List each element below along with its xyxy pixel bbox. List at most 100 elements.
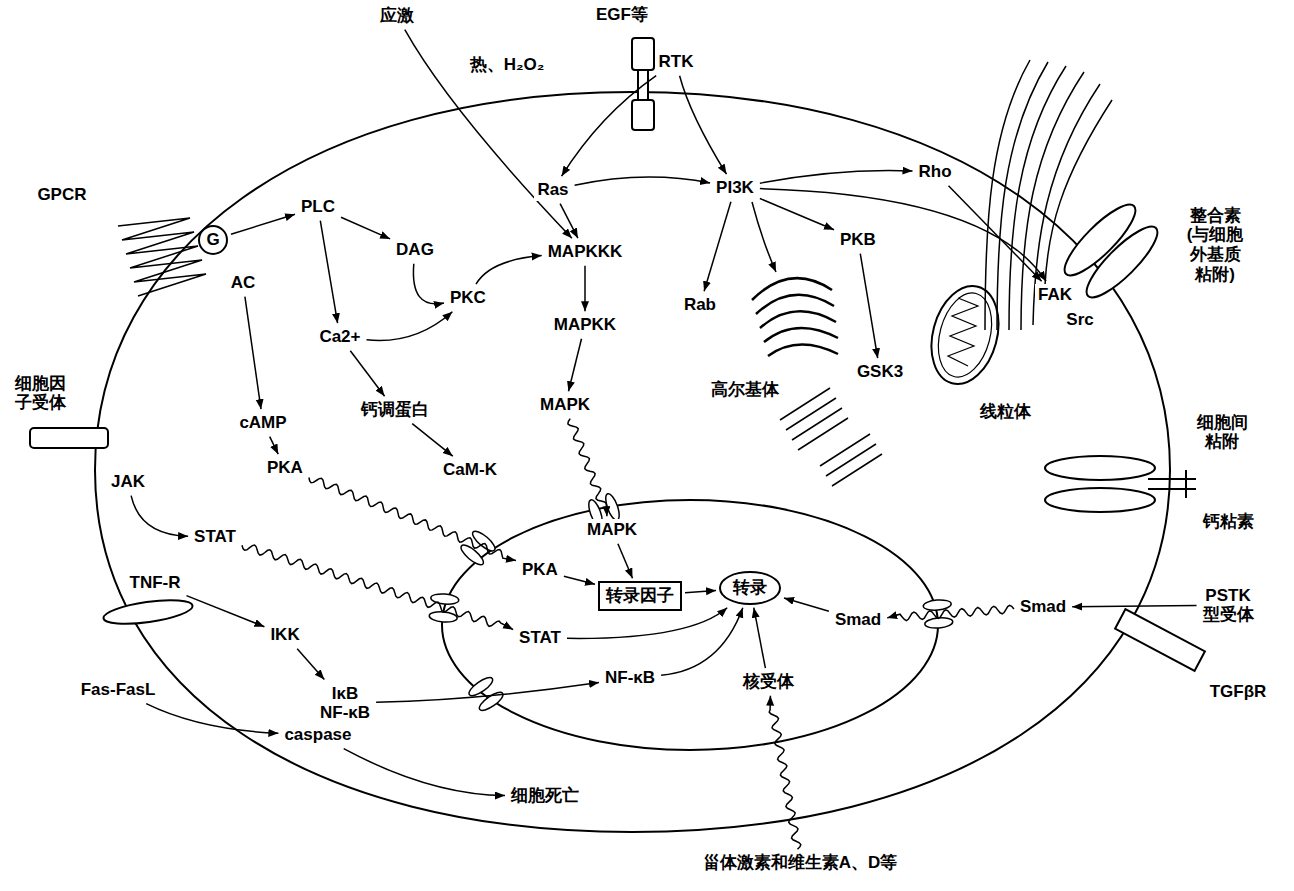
pathway-node: GPCR	[34, 184, 89, 206]
pathway-node: PKB	[837, 229, 879, 251]
node-text: 核受体	[743, 672, 794, 692]
arrow-connector	[562, 76, 657, 177]
node-text: MAPK	[587, 520, 637, 540]
arrow-connector	[754, 608, 766, 669]
node-text: Src	[1066, 310, 1093, 330]
arrow-connector	[231, 214, 295, 234]
node-text: 转录因子	[606, 586, 674, 606]
part-label: 细胞间 粘附	[1194, 412, 1251, 453]
pathway-node: 整合素 (与细胞 外基质 粘附)	[1184, 205, 1247, 285]
part-label: EGF等	[593, 4, 651, 26]
arrow-connector	[860, 254, 877, 359]
wavy-connector	[887, 605, 1014, 620]
arrow-connector	[131, 496, 188, 537]
node-text: NF-κB	[605, 668, 655, 688]
arrow-connector	[320, 221, 337, 324]
node-text: MAPKKK	[548, 242, 623, 262]
arrow-connector	[760, 199, 834, 230]
pathway-node: cAMP	[236, 412, 289, 434]
process-box: 转录因子	[598, 581, 682, 611]
node-text: 转录	[733, 578, 767, 598]
pathway-node: DAG	[393, 239, 437, 261]
arrow-connector	[618, 544, 633, 579]
wavy-connector	[769, 696, 801, 850]
node-text: NF-κB	[320, 703, 370, 723]
node-text: STAT	[194, 527, 236, 547]
pathway-node: IκBNF-κB	[317, 683, 373, 724]
arrow-connector	[680, 76, 727, 175]
pathway-node: STAT	[191, 526, 239, 548]
nucleus-membrane	[442, 500, 938, 750]
node-text: Ras	[537, 180, 568, 200]
arrow-connector	[405, 30, 572, 239]
pathway-node: 细胞因 子受体	[12, 373, 69, 414]
node-text: 细胞因 子受体	[15, 374, 66, 413]
node-text: Rab	[684, 295, 716, 315]
pathway-node: AC	[228, 272, 259, 294]
pathway-node: Ras	[534, 179, 571, 201]
node-text: IKK	[270, 625, 299, 645]
pathway-node: CaM-K	[440, 459, 500, 481]
wavy-connector	[568, 419, 607, 517]
arrow-connector	[412, 424, 453, 457]
arrow-connector	[575, 177, 711, 185]
pathway-node: 细胞死亡	[508, 785, 582, 807]
pathway-node: Smad	[1017, 596, 1069, 618]
node-text: TNF-R	[130, 573, 181, 593]
pathway-node: Rho	[916, 161, 955, 183]
pathway-node: Ca2+	[316, 326, 363, 348]
arrow-connector	[760, 171, 913, 184]
pathway-node: Src	[1063, 309, 1096, 331]
node-text: GPCR	[37, 185, 86, 205]
node-text: 应激	[380, 6, 414, 26]
pathway-node: STAT	[516, 627, 564, 649]
node-text: PKA	[267, 458, 303, 478]
arrow-connector	[567, 608, 727, 639]
arrow-connector	[245, 297, 261, 410]
part-label: 钙粘素	[1200, 511, 1257, 533]
node-text: 细胞死亡	[511, 786, 579, 806]
node-text: Rho	[919, 162, 952, 182]
part-label: 热、H₂O₂	[467, 54, 548, 76]
node-text: MAPK	[540, 395, 590, 415]
pathway-node: PKA	[519, 559, 561, 581]
node-text: Smad	[1020, 597, 1066, 617]
arrow-connector	[564, 576, 595, 584]
node-text: DAG	[396, 240, 434, 260]
pathway-node: MAPKKK	[545, 241, 626, 263]
pathway-node: MAPK	[584, 519, 640, 541]
mitochondrion	[921, 278, 1009, 391]
process-oval: 转录	[719, 571, 781, 605]
arrow-connector	[704, 202, 731, 292]
pathway-node: 甾体激素和维生素A、D等	[700, 852, 901, 874]
pathway-node: PSTK 型受体	[1200, 585, 1257, 626]
nuclear-pore	[429, 492, 953, 713]
pathway-node: IKK	[267, 624, 302, 646]
pathway-node: Smad	[832, 609, 884, 631]
pathway-node: TGFβR	[1207, 681, 1270, 703]
pathway-node: RTK	[656, 51, 697, 73]
node-text: TGFβR	[1210, 682, 1267, 702]
golgi	[752, 278, 838, 356]
node-text: GSK3	[857, 362, 903, 382]
arrow-connector	[560, 204, 578, 239]
pathway-node: MAPKK	[551, 314, 619, 336]
arrow-connector	[584, 266, 586, 312]
node-text: Fas-FasL	[81, 680, 156, 700]
part-label: 线粒体	[977, 401, 1034, 423]
arrow-connector	[413, 264, 444, 304]
arrow-connector	[187, 596, 265, 627]
endoplasmic-reticulum	[780, 388, 882, 486]
node-text: PSTK 型受体	[1203, 586, 1254, 625]
arrow-connector	[760, 189, 1046, 282]
gpcr-helix	[118, 218, 206, 296]
node-text: Ca2+	[319, 327, 360, 347]
node-text: 钙调蛋白	[361, 400, 429, 420]
rtk-receptor	[632, 38, 654, 130]
node-text: RTK	[659, 52, 694, 72]
pathway-node: MAPK	[537, 394, 593, 416]
arrow-connector	[476, 256, 542, 285]
node-text: PKA	[522, 560, 558, 580]
